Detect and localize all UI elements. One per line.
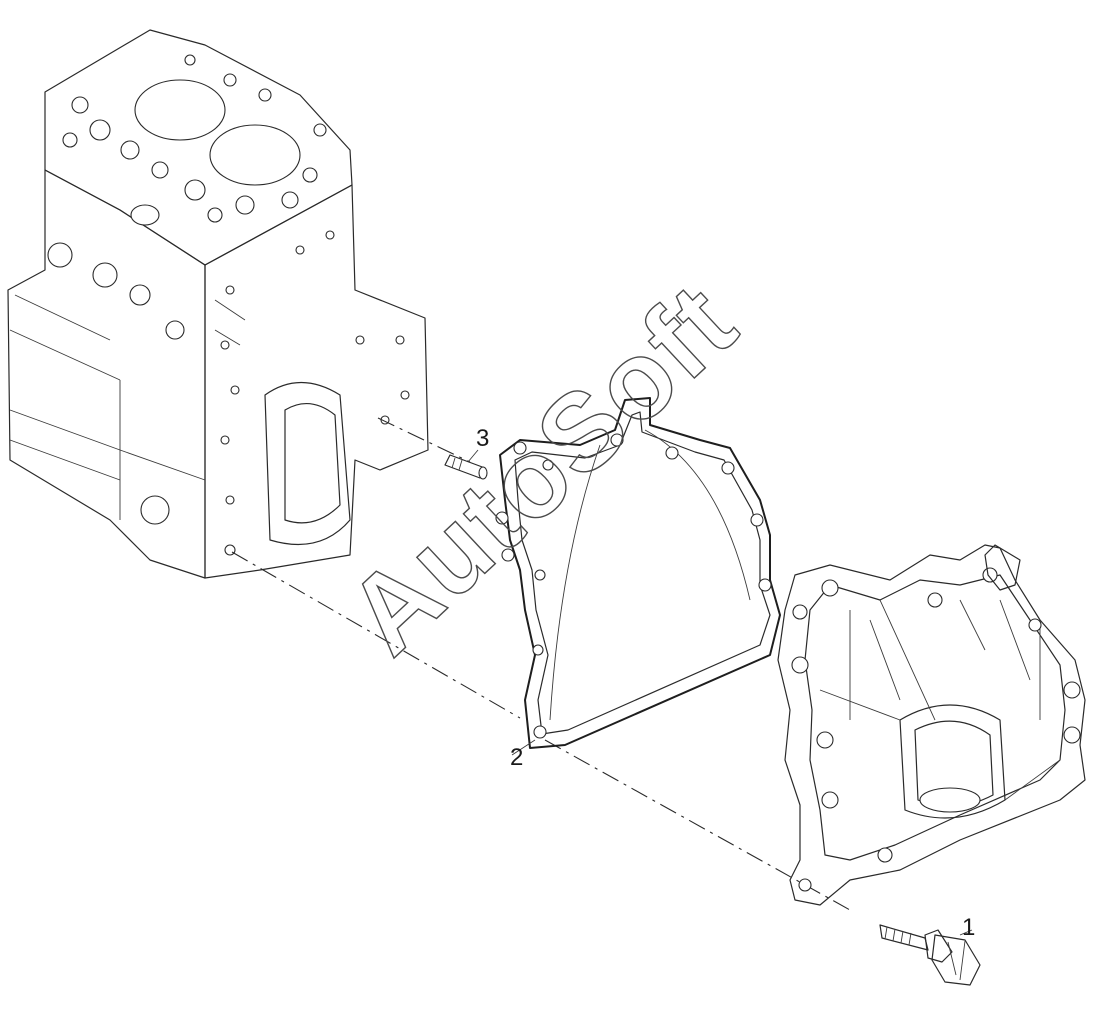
- gasket: [495, 397, 781, 749]
- callout-leaders: [467, 449, 973, 936]
- front-cover: [777, 544, 1086, 906]
- callout-2-label: 2: [510, 744, 523, 771]
- bolt: [879, 924, 981, 986]
- watermark-text: AutoSoft: [324, 260, 759, 678]
- dowel-pin: [444, 454, 488, 480]
- engine-block: [7, 29, 429, 579]
- callout-3-label: 3: [476, 425, 489, 452]
- callout-1-label: 1: [962, 914, 975, 941]
- alignment-lines: [231, 417, 851, 911]
